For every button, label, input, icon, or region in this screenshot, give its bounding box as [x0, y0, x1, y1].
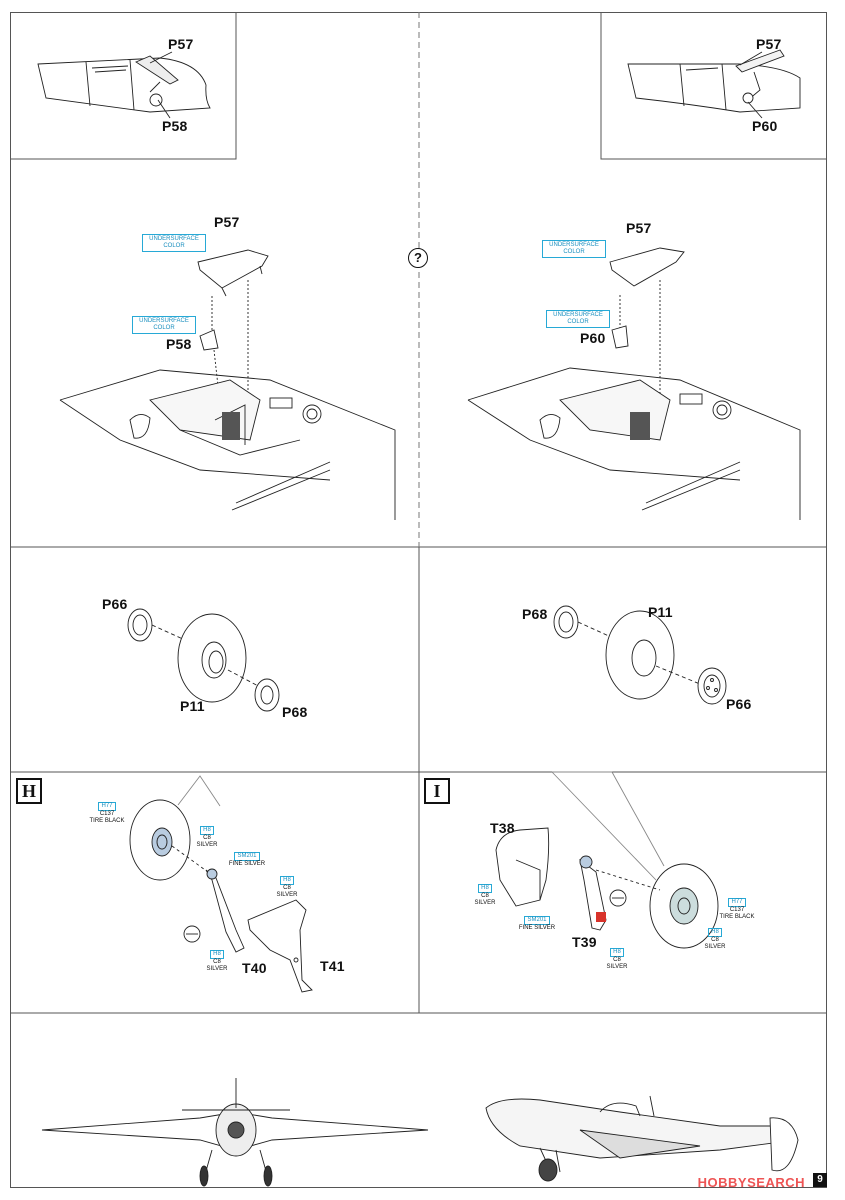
paint-callout-i-lower: H8 C8 SILVER — [606, 948, 628, 970]
step-i-marker: I — [424, 778, 450, 804]
part-label-p57-inset-right: P57 — [756, 36, 782, 52]
part-label-p66-right: P66 — [726, 696, 752, 712]
part-label-p57-inset-left: P57 — [168, 36, 194, 52]
wheel-assembly-left — [127, 608, 280, 712]
paint-callout-h-strut: SM201 FINE SILVER — [228, 852, 266, 867]
question-mark-icon: ? — [408, 248, 428, 268]
paint-undersurface-link-left: UNDERSURFACE COLOR — [132, 316, 196, 334]
part-label-p60-inset-right: P60 — [752, 118, 778, 134]
part-label-p57-right: P57 — [626, 220, 652, 236]
part-label-p58-left: P58 — [166, 336, 192, 352]
paint-callout-i-door: H8 C8 SILVER — [474, 884, 496, 906]
watermark: HOBBYSEARCH — [697, 1175, 805, 1190]
aircraft-side-view — [485, 1095, 799, 1182]
inset-right-wing — [627, 49, 801, 119]
part-label-p60-right: P60 — [580, 330, 606, 346]
part-label-t39: T39 — [572, 934, 597, 950]
aircraft-front-view — [41, 1078, 429, 1187]
page-number: 9 — [813, 1173, 827, 1187]
step-h-marker: H — [16, 778, 42, 804]
inset-left-wing — [37, 51, 211, 119]
paint-callout-h-tire: H77 C137 TIRE BLACK — [89, 802, 125, 824]
wheel-assembly-right — [553, 605, 727, 705]
paint-callout-i-hub: H8 C8 SILVER — [704, 928, 726, 950]
paint-callout-h-hub: H8 C8 SILVER — [196, 826, 218, 848]
paint-callout-i-strut: SM201 FINE SILVER — [518, 916, 556, 931]
paint-callout-h-oleo: H8 C8 SILVER — [276, 876, 298, 898]
paint-callout-i-tire: H77 C137 TIRE BLACK — [719, 898, 755, 920]
part-label-p68-right: P68 — [522, 606, 548, 622]
flap-assembly-right — [467, 247, 801, 520]
part-label-p11-right: P11 — [648, 604, 673, 620]
part-label-p66-left: P66 — [102, 596, 128, 612]
paint-undersurface-link-right: UNDERSURFACE COLOR — [546, 310, 610, 328]
part-label-t38: T38 — [490, 820, 515, 836]
part-label-t40: T40 — [242, 960, 267, 976]
part-label-p68-left: P68 — [282, 704, 308, 720]
flap-assembly-left — [59, 249, 396, 520]
paint-undersurface-flap-left: UNDERSURFACE COLOR — [142, 234, 206, 252]
paint-undersurface-flap-right: UNDERSURFACE COLOR — [542, 240, 606, 258]
paint-callout-h-lower: H8 C8 SILVER — [206, 950, 228, 972]
part-label-t41: T41 — [320, 958, 345, 974]
part-label-p57-left: P57 — [214, 214, 240, 230]
part-label-p58-inset-left: P58 — [162, 118, 188, 134]
step-h-artwork — [129, 775, 313, 993]
part-label-p11-left: P11 — [180, 698, 205, 714]
step-i-artwork — [495, 771, 719, 949]
